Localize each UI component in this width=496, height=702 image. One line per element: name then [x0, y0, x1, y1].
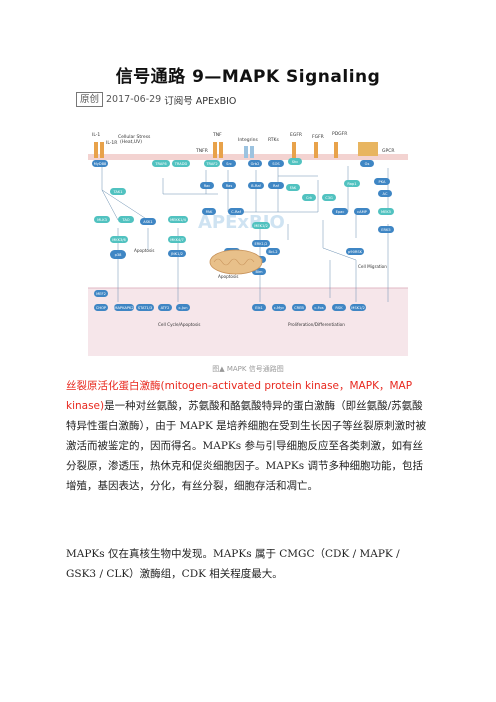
svg-text:CHOP: CHOP	[96, 306, 107, 310]
intro-paragraph: 丝裂原活化蛋白激酶(mitogen-activated protein kina…	[66, 376, 432, 496]
author-link[interactable]: 订阅号 APExBIO	[164, 95, 237, 107]
svg-text:STAT1/3: STAT1/3	[138, 306, 152, 310]
receptors	[94, 142, 378, 158]
svg-text:PKA: PKA	[379, 180, 386, 184]
svg-text:IL-1: IL-1	[92, 132, 100, 138]
svg-text:ERK1/2: ERK1/2	[255, 242, 268, 246]
highlighted-term: 丝裂原活化蛋白激酶(mitogen-activated protein kina…	[66, 380, 413, 412]
svg-text:Apoptosis: Apoptosis	[134, 248, 154, 253]
svg-text:Cellular Stress: Cellular Stress	[118, 134, 151, 140]
svg-text:Rac: Rac	[204, 184, 211, 188]
svg-text:TNF: TNF	[212, 132, 222, 138]
svg-text:p38: p38	[115, 253, 123, 257]
svg-text:MAPKAPK2: MAPKAPK2	[114, 306, 133, 310]
svg-text:MKK4/7: MKK4/7	[170, 238, 184, 242]
mitochondrion-icon	[209, 249, 263, 275]
svg-text:PAK: PAK	[206, 210, 213, 214]
svg-text:MEK1/2: MEK1/2	[254, 224, 268, 228]
svg-text:CREB: CREB	[294, 306, 304, 310]
svg-text:MEF2: MEF2	[96, 292, 106, 296]
svg-text:RSK: RSK	[335, 306, 343, 310]
svg-text:C3G: C3G	[325, 196, 333, 200]
svg-text:ASK1: ASK1	[143, 220, 152, 224]
svg-text:c-Fos: c-Fos	[314, 306, 323, 310]
svg-text:Cell Migration: Cell Migration	[358, 264, 387, 269]
svg-text:RTKs: RTKs	[268, 137, 279, 143]
svg-text:AC: AC	[383, 192, 388, 196]
svg-text:TAO: TAO	[121, 218, 129, 222]
svg-text:TRAF6: TRAF6	[154, 162, 167, 166]
article-meta: 原创 2017-06-29 订阅号 APExBIO	[76, 92, 236, 107]
svg-text:B-Raf: B-Raf	[251, 184, 261, 188]
svg-text:Gs: Gs	[365, 162, 370, 166]
svg-text:MEK5: MEK5	[381, 210, 391, 214]
svg-text:GPCR: GPCR	[382, 148, 394, 154]
watermark: APExBIO	[198, 212, 285, 233]
intro-paragraph-text: 是一种对丝氨酸，苏氨酸和酪氨酸特异的蛋白激酶（即丝氨酸/苏氨酸特异性蛋白激酶），…	[66, 400, 427, 492]
svg-text:Shc: Shc	[292, 160, 299, 164]
figure-caption: 图▲ MAPK 信号通路图	[212, 365, 284, 373]
page-title: 信号通路 9—MAPK Signaling	[115, 67, 381, 87]
svg-text:c-Jun: c-Jun	[178, 306, 187, 310]
svg-text:c-Myc: c-Myc	[274, 306, 285, 310]
svg-text:PDGFR: PDGFR	[332, 131, 347, 137]
second-paragraph: MAPKs 仅在真核生物中发现。MAPKs 属于 CMGC（CDK / MAPK…	[66, 548, 400, 580]
svg-text:Integrins: Integrins	[238, 137, 259, 143]
publish-date: 2017-06-29	[106, 94, 162, 105]
svg-text:MSK1/2: MSK1/2	[351, 306, 365, 310]
svg-text:SOS: SOS	[272, 162, 280, 166]
svg-text:Grb2: Grb2	[251, 162, 260, 166]
svg-text:Crk: Crk	[306, 196, 313, 200]
svg-text:EGFR: EGFR	[290, 132, 302, 138]
svg-text:TAK1: TAK1	[112, 190, 122, 194]
svg-text:Elk1: Elk1	[255, 306, 263, 310]
svg-text:cAMP: cAMP	[357, 210, 368, 214]
svg-text:TRADD: TRADD	[174, 162, 188, 166]
svg-text:MyD88: MyD88	[94, 162, 107, 166]
svg-text:Apoptosis: Apoptosis	[218, 274, 238, 279]
svg-text:p90RSK: p90RSK	[348, 250, 363, 254]
svg-text:Cell Cycle/Apoptosis: Cell Cycle/Apoptosis	[158, 322, 201, 327]
svg-text:Ras: Ras	[226, 184, 233, 188]
svg-text:Bim: Bim	[256, 270, 263, 274]
svg-text:C-Raf: C-Raf	[231, 210, 241, 214]
svg-text:ERK5: ERK5	[381, 228, 390, 232]
svg-text:Rap1: Rap1	[347, 182, 356, 186]
mapk-pathway-diagram: APExBIO IL-1 IL-1R Cellular Stress (Heat…	[88, 128, 408, 356]
svg-text:FGFR: FGFR	[312, 134, 324, 140]
svg-text:MEKK1/4: MEKK1/4	[170, 218, 187, 222]
svg-text:TRAF2: TRAF2	[205, 162, 217, 166]
svg-text:(Heat,UV): (Heat,UV)	[120, 139, 142, 145]
svg-text:JNK1/2: JNK1/2	[170, 252, 183, 256]
original-badge: 原创	[76, 92, 104, 107]
svg-text:FAK: FAK	[290, 186, 297, 190]
svg-text:MLK3: MLK3	[97, 218, 107, 222]
svg-text:Raf: Raf	[273, 184, 280, 188]
svg-text:MKK3/6: MKK3/6	[112, 238, 126, 242]
svg-text:Bcl-2: Bcl-2	[268, 250, 277, 254]
svg-text:Epac: Epac	[336, 210, 345, 214]
svg-text:TNFR: TNFR	[195, 148, 208, 154]
svg-text:Proliferation/Differentiation: Proliferation/Differentiation	[288, 322, 345, 327]
nucleus-region	[88, 288, 408, 356]
svg-text:IL-1R: IL-1R	[106, 140, 117, 146]
svg-text:Src: Src	[226, 162, 232, 166]
svg-text:ATF2: ATF2	[161, 306, 170, 310]
